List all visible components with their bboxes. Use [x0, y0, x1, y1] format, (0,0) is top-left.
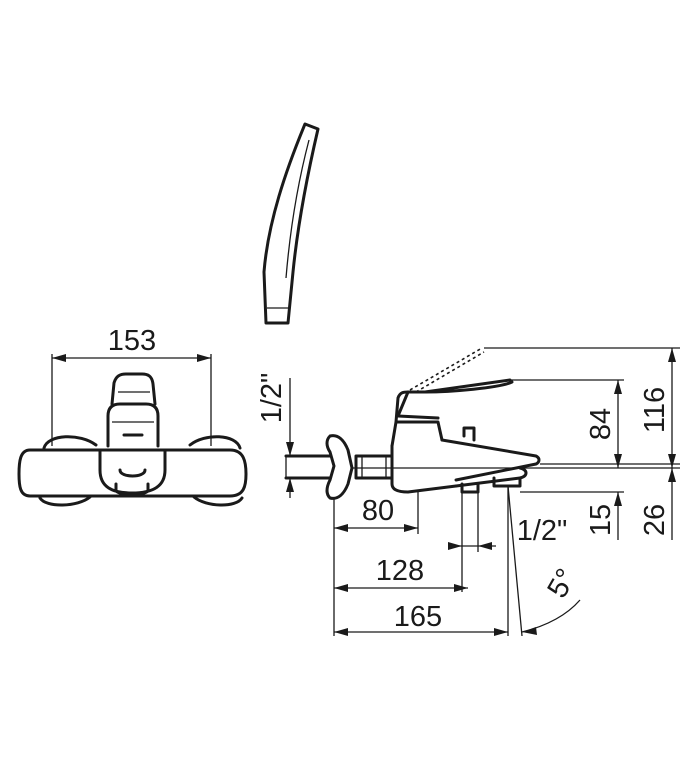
front-view — [17, 372, 248, 507]
hand-shower — [262, 122, 320, 325]
dimension-label-15: 15 — [585, 504, 617, 536]
dimension-label-84: 84 — [585, 408, 617, 440]
dimension-label-26: 26 — [639, 504, 671, 536]
side-view — [284, 347, 541, 500]
dimension-label-165: 165 — [394, 601, 442, 633]
dimension-label-116: 116 — [639, 387, 671, 433]
dimension-label-128: 128 — [376, 555, 424, 587]
dimension-153: 153 — [51, 325, 212, 446]
dimension-label-153: 153 — [108, 325, 156, 357]
dimension-label-pipe-thread: 1/2" — [256, 373, 288, 424]
horizontal-dimensions: 80 1/2" 128 165 5° — [333, 485, 583, 637]
dimension-label-angle: 5° — [541, 563, 583, 603]
dimension-pipe-thread: 1/2" — [256, 373, 294, 498]
vertical-dimensions: 84 116 15 26 — [352, 347, 680, 540]
dimension-label-80: 80 — [362, 495, 394, 527]
dimension-label-spout-thread: 1/2" — [517, 515, 568, 547]
